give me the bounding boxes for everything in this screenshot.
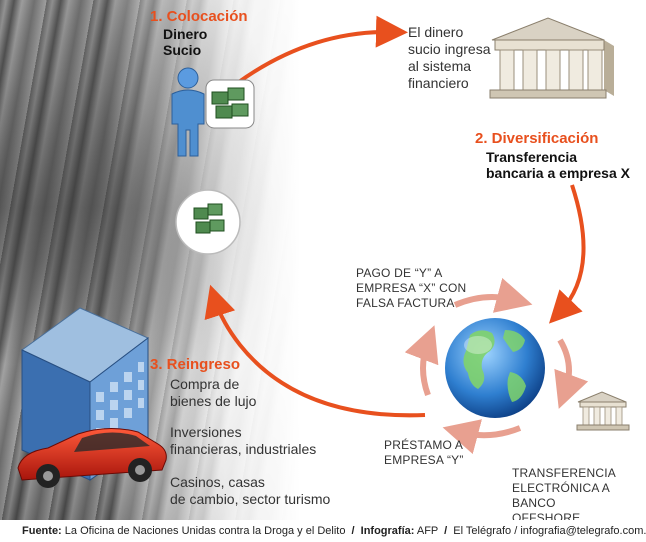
cycle-pago-line2: EMPRESA “X” CON	[356, 281, 467, 295]
bank-note-line2: sucio ingresa	[408, 41, 491, 57]
cycle-pago-text: PAGO DE “Y” A EMPRESA “X” CON FALSA FACT…	[356, 266, 466, 311]
step3-item3-line1: Casinos, casas	[170, 474, 265, 490]
cycle-transfer-text: TRANSFERENCIA ELECTRÓNICA A BANCO OFFSHO…	[512, 466, 646, 526]
bank-note-line4: financiero	[408, 75, 469, 91]
step3-item1-line2: bienes de lujo	[170, 393, 257, 409]
step1-title: 1. Colocación	[150, 8, 248, 25]
step1-label: Dinero Sucio	[163, 26, 207, 58]
step2-label: Transferencia bancaria a empresa X	[486, 149, 630, 181]
globe-icon	[445, 318, 545, 418]
footer-infografia-label: Infografía:	[360, 525, 415, 537]
cycle-transfer-line1: TRANSFERENCIA	[512, 466, 616, 480]
footer-separator: /	[351, 525, 355, 537]
footer-fuente-label: Fuente:	[22, 525, 62, 537]
step2-label-line2: bancaria a empresa X	[486, 165, 630, 181]
money-stack-icon	[205, 79, 255, 129]
footer-credit: El Telégrafo / infografia@telegrafo.com.…	[453, 525, 646, 537]
bank-note-line1: El dinero	[408, 24, 464, 40]
step1-label-line1: Dinero	[163, 26, 208, 42]
footer-separator: /	[444, 525, 448, 537]
step1-label-line2: Sucio	[163, 42, 202, 58]
step3-item1: Compra de bienes de lujo	[170, 376, 256, 410]
cycle-pago-line1: PAGO DE “Y” A	[356, 266, 443, 280]
bank-note-line3: al sistema	[408, 58, 472, 74]
bank-note: El dinero sucio ingresa al sistema finan…	[408, 24, 491, 92]
cycle-pago-line3: FALSA FACTURA	[356, 296, 455, 310]
cycle-prestamo-line1: PRÉSTAMO A	[384, 438, 464, 452]
car-icon	[17, 428, 167, 488]
bank-icon	[489, 17, 614, 99]
step2-title: 2. Diversificación	[475, 130, 599, 147]
source-footer: Fuente: La Oficina de Naciones Unidas co…	[0, 520, 646, 542]
step3-item3-line2: de cambio, sector turismo	[170, 491, 331, 507]
step2-label-line1: Transferencia	[486, 149, 578, 165]
footer-fuente-text: La Oficina de Naciones Unidas contra la …	[64, 525, 346, 537]
cycle-arrows	[404, 277, 589, 455]
cycle-prestamo-text: PRÉSTAMO A EMPRESA “Y”	[384, 438, 464, 468]
cycle-prestamo-line2: EMPRESA “Y”	[384, 453, 464, 467]
step3-item3: Casinos, casas de cambio, sector turismo	[170, 474, 330, 508]
arrow-bank-to-cycle	[548, 184, 586, 324]
step3-title: 3. Reingreso	[150, 356, 241, 373]
step3-item2-line2: financieras, industriales	[170, 441, 317, 457]
arrow-cycle-to-reingreso	[204, 284, 426, 418]
person-icon	[171, 67, 205, 157]
cycle-transfer-line2: ELECTRÓNICA A BANCO	[512, 481, 610, 510]
footer-infografia-text: AFP	[416, 525, 439, 537]
small-bank-icon	[576, 391, 630, 431]
step3-item1-line1: Compra de	[170, 376, 240, 392]
step3-item2: Inversiones financieras, industriales	[170, 424, 316, 458]
step3-item2-line1: Inversiones	[170, 424, 242, 440]
money-circle-icon	[175, 189, 241, 255]
